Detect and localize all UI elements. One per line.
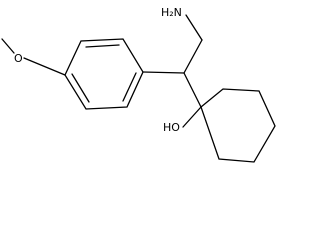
aromatic-double-bond-1	[85, 44, 120, 48]
aromatic-double-bond-2	[122, 72, 137, 102]
cyclohexane-ring	[200, 88, 276, 163]
bond-oxygen-ring	[23, 57, 66, 76]
bond-ch-ch2	[183, 39, 203, 74]
bond-ch-cyclohexyl	[183, 72, 202, 108]
bond-ch2-nh2	[185, 14, 203, 41]
aromatic-double-bond-3	[71, 73, 90, 103]
methoxy-oxygen-label: O	[14, 52, 23, 65]
bond-ring-ch	[142, 71, 185, 74]
benzene-ring	[64, 38, 144, 110]
amine-label: H₂N	[161, 6, 182, 19]
bond-methyl-oxygen	[1, 38, 15, 54]
hydroxyl-label: HO	[163, 121, 180, 134]
bond-carbon-hydroxyl	[182, 106, 202, 128]
molecule-structure: O H₂N HO	[1, 6, 276, 163]
